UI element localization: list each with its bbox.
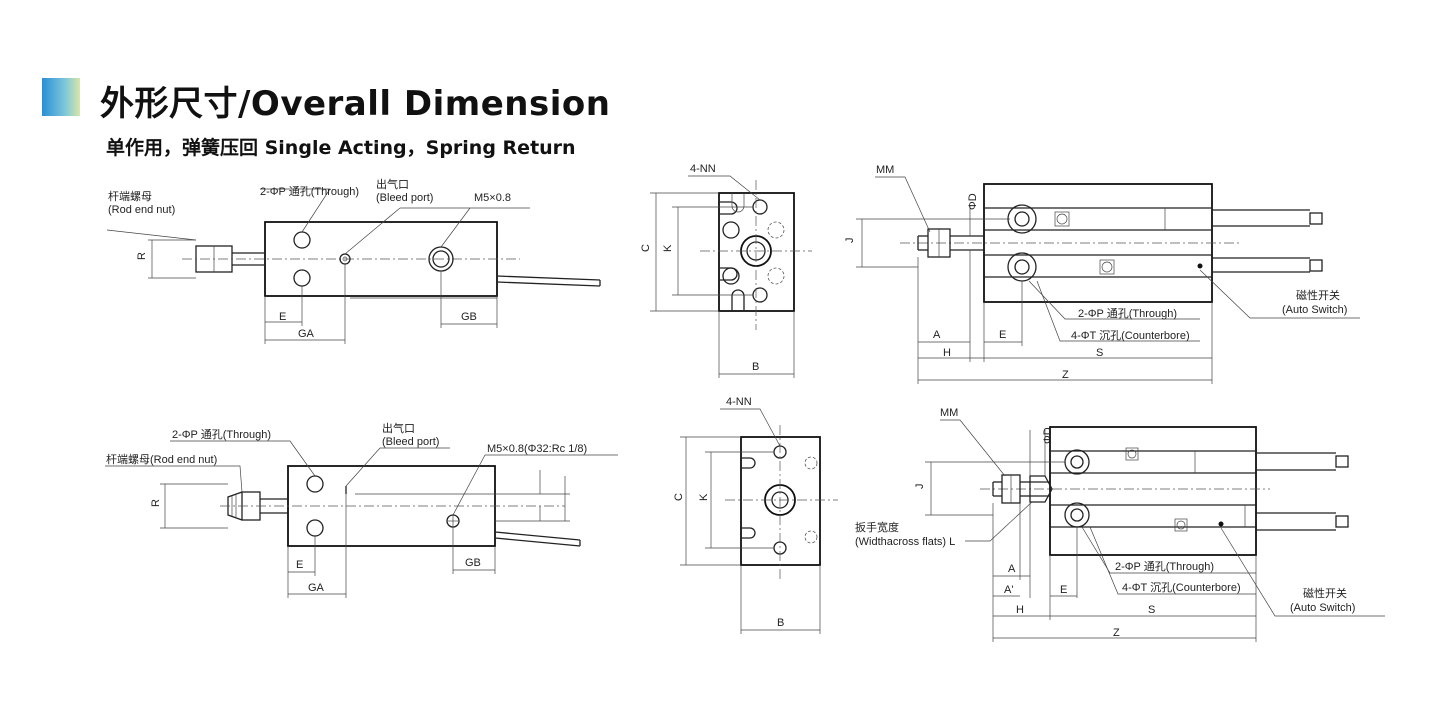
label-nn-1: 4-NN	[690, 163, 716, 175]
dim-B-1: B	[752, 361, 759, 373]
dim-J-2: J	[914, 484, 926, 490]
dim-GB-2: GB	[465, 557, 481, 569]
dim-R-1: R	[136, 252, 148, 260]
dim-E-3: E	[999, 329, 1006, 341]
switch-marker	[1218, 521, 1224, 527]
dim-R-2: R	[150, 499, 162, 507]
end-plate	[740, 436, 821, 566]
dim-GA-2: GA	[308, 582, 325, 594]
through-hole	[293, 269, 311, 287]
label-mm-2: MM	[940, 407, 958, 419]
label-through-4: 2-ΦP 通孔(Through)	[1115, 560, 1214, 573]
through-hole	[1064, 502, 1090, 528]
dim-S-2: S	[1148, 604, 1155, 616]
dim-H-2: H	[1016, 604, 1024, 616]
plan-view-top	[856, 176, 1360, 384]
label-switch-cn-2: 磁性开关	[1303, 586, 1347, 600]
dim-phiD-2: ΦD	[1042, 427, 1054, 444]
through-hole	[1064, 449, 1090, 475]
label-through-2: 2-ΦP 通孔(Through)	[172, 428, 271, 441]
cylinder-body	[1049, 426, 1257, 556]
page-subtitle: 单作用，弹簧压回 Single Acting，Spring Return	[106, 137, 576, 159]
label-mm-1: MM	[876, 164, 894, 176]
label-wrench-en: (Widthacross flats) L	[855, 536, 955, 548]
label-bleed-cn-2: 出气口	[382, 421, 415, 435]
label-port-m5-32: M5×0.8(Φ32:Rc 1/8)	[487, 443, 587, 455]
through-hole	[306, 475, 324, 493]
dim-GA-1: GA	[298, 328, 315, 340]
label-through-3: 2-ΦP 通孔(Through)	[1078, 307, 1177, 320]
label-wrench-cn: 扳手宽度	[855, 520, 899, 534]
dim-H-1: H	[943, 347, 951, 359]
title-accent-bar	[42, 78, 80, 116]
dim-A-2: A	[1008, 563, 1016, 575]
label-switch-en-2: (Auto Switch)	[1290, 602, 1355, 614]
nn-hole	[752, 287, 768, 303]
page-title: 外形尺寸/Overall Dimension	[100, 84, 611, 124]
label-nn-2: 4-NN	[726, 396, 752, 408]
label-rod-nut-cn: 杆端螺母	[108, 189, 152, 203]
label-rod-nut-full: 杆端螺母(Rod end nut)	[106, 452, 217, 466]
label-through-1: 2-ΦP 通孔(Through)	[260, 185, 359, 198]
label-port-m5: M5×0.8	[474, 192, 511, 204]
dim-Z-2: Z	[1113, 627, 1120, 639]
dim-Z-1: Z	[1062, 369, 1069, 381]
through-hole	[1007, 204, 1037, 234]
dim-A-prime: A'	[1004, 584, 1013, 596]
side-view-top	[106, 188, 601, 344]
dim-C-2: C	[673, 493, 685, 501]
through-hole	[306, 519, 324, 537]
dim-E-4: E	[1060, 584, 1067, 596]
dim-K-1: K	[662, 244, 674, 252]
nn-hole	[752, 199, 768, 215]
label-bleed-en-2: (Bleed port)	[382, 436, 439, 448]
switch-marker	[1197, 263, 1203, 269]
dim-C-1: C	[640, 244, 652, 252]
dim-A-1: A	[933, 329, 941, 341]
side-view-bottom	[105, 440, 618, 598]
label-bleed-cn: 出气口	[376, 177, 409, 191]
label-counterbore-1: 4-ΦT 沉孔(Counterbore)	[1071, 329, 1190, 342]
plan-view-bottom	[925, 419, 1385, 642]
dim-S-1: S	[1096, 347, 1103, 359]
label-rod-nut-en: (Rod end nut)	[108, 204, 175, 216]
dim-phiD-1: ΦD	[967, 193, 979, 210]
end-view-bottom	[680, 408, 838, 634]
through-hole	[293, 231, 311, 249]
dim-GB-1: GB	[461, 311, 477, 323]
label-counterbore-2: 4-ΦT 沉孔(Counterbore)	[1122, 581, 1241, 594]
label-switch-cn-1: 磁性开关	[1296, 288, 1340, 302]
dim-B-2: B	[777, 617, 784, 629]
dim-E-2: E	[296, 559, 303, 571]
end-view-top	[650, 175, 812, 378]
end-plate	[718, 192, 795, 312]
dim-E-1: E	[279, 311, 286, 323]
dim-K-2: K	[698, 493, 710, 501]
dim-J-1: J	[844, 238, 856, 244]
label-switch-en-1: (Auto Switch)	[1282, 304, 1347, 316]
label-bleed-en: (Bleed port)	[376, 192, 433, 204]
